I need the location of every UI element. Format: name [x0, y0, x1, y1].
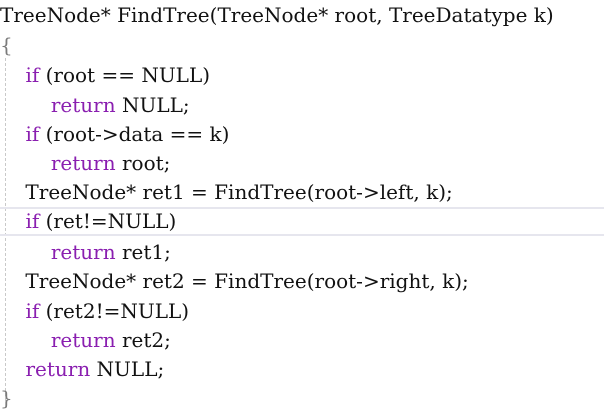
code-token: (ret!=NULL)	[39, 209, 177, 233]
code-token: ret1;	[115, 240, 171, 264]
code-line[interactable]: return NULL;	[0, 355, 604, 384]
code-token	[0, 209, 25, 233]
code-line[interactable]: if (root == NULL)	[0, 61, 604, 90]
keyword-token: return	[50, 240, 116, 264]
code-line[interactable]: {	[0, 31, 604, 60]
code-line[interactable]: TreeNode* ret2 = FindTree(root->right, k…	[0, 267, 604, 296]
code-token	[0, 299, 25, 323]
code-token	[0, 63, 25, 87]
code-line[interactable]: return root;	[0, 149, 604, 178]
keyword-token: if	[25, 122, 40, 146]
indent-guide	[5, 58, 6, 401]
code-line[interactable]: if (ret!=NULL)	[0, 207, 604, 236]
code-token: TreeNode* ret1 = FindTree(root->left, k)…	[0, 180, 453, 204]
code-token	[0, 122, 25, 146]
code-token	[0, 151, 51, 175]
keyword-token: if	[25, 63, 40, 87]
brace-token: }	[0, 386, 13, 410]
code-line[interactable]: }	[0, 384, 604, 413]
code-line[interactable]: if (ret2!=NULL)	[0, 297, 604, 326]
keyword-token: if	[25, 209, 40, 233]
code-line[interactable]: TreeNode* FindTree(TreeNode* root, TreeD…	[0, 1, 604, 30]
code-line[interactable]: TreeNode* ret1 = FindTree(root->left, k)…	[0, 178, 604, 207]
keyword-token: return	[50, 93, 116, 117]
code-token: (root->data == k)	[39, 122, 230, 146]
code-token: root;	[115, 151, 171, 175]
code-token	[0, 328, 51, 352]
code-token: (root == NULL)	[39, 63, 211, 87]
keyword-token: if	[25, 299, 40, 323]
code-line[interactable]: if (root->data == k)	[0, 120, 604, 149]
keyword-token: return	[50, 151, 116, 175]
code-token	[0, 357, 25, 381]
code-line[interactable]: return ret1;	[0, 238, 604, 267]
code-token	[0, 240, 51, 264]
code-line[interactable]: return ret2;	[0, 326, 604, 355]
code-line[interactable]: return NULL;	[0, 91, 604, 120]
code-token	[0, 93, 51, 117]
code-token: NULL;	[90, 357, 165, 381]
code-token: NULL;	[115, 93, 190, 117]
code-token: ret2;	[115, 328, 171, 352]
code-token: (ret2!=NULL)	[39, 299, 190, 323]
code-token: TreeNode* FindTree(TreeNode* root, TreeD…	[0, 3, 554, 27]
keyword-token: return	[50, 328, 116, 352]
code-token: TreeNode* ret2 = FindTree(root->right, k…	[0, 269, 469, 293]
keyword-token: return	[25, 357, 91, 381]
brace-token: {	[0, 33, 13, 57]
